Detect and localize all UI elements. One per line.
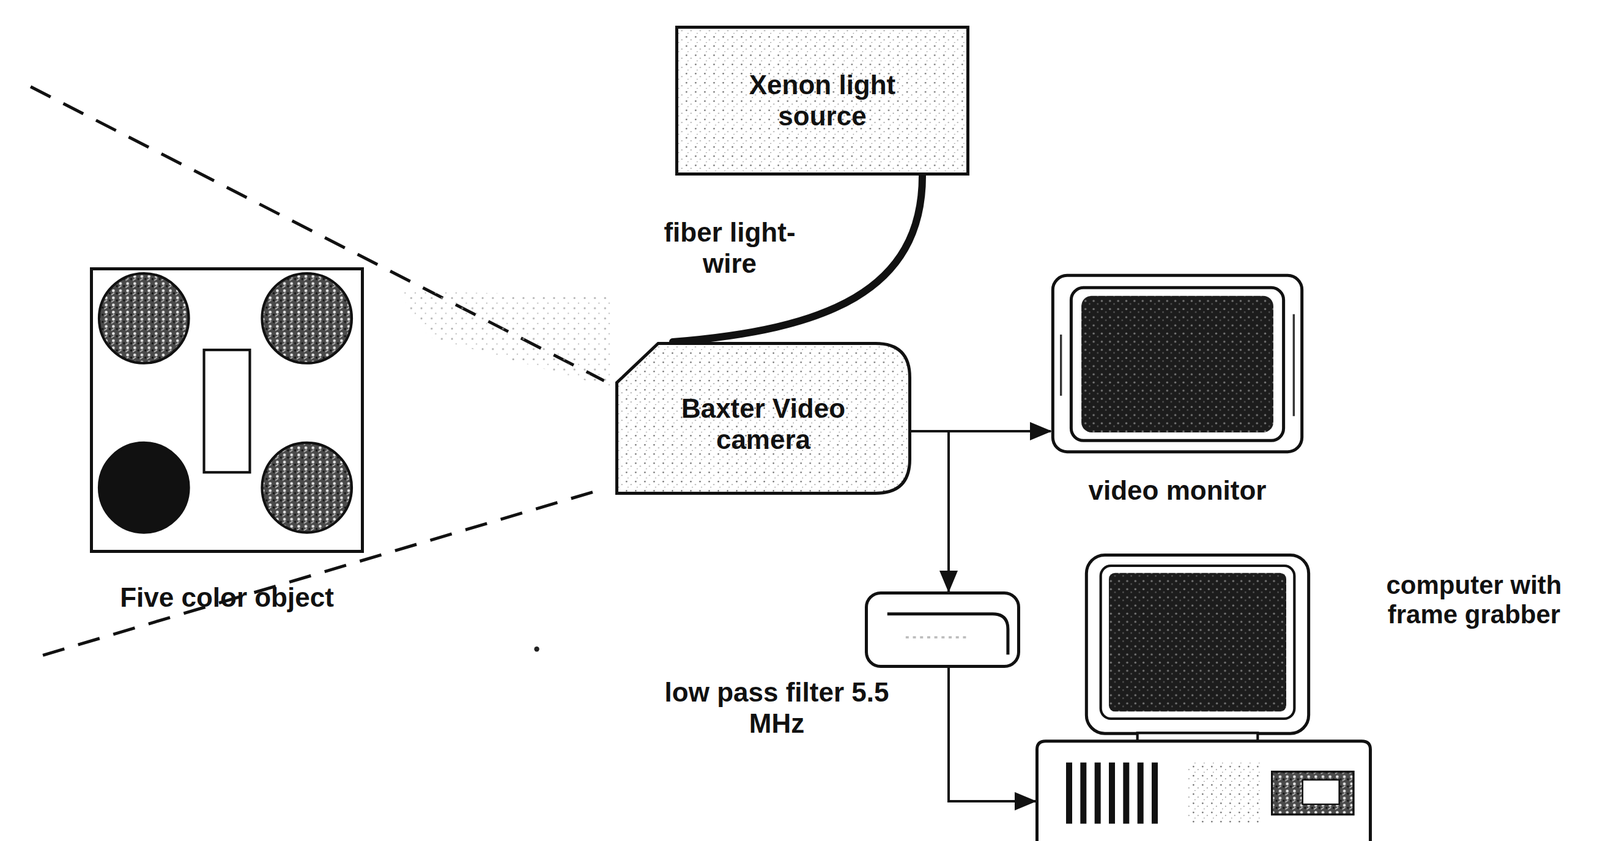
device-xenon: Xenon light source xyxy=(675,25,970,176)
device-label: Five color object xyxy=(61,582,393,614)
device-computer: computer with frame grabber xyxy=(1035,553,1372,841)
part-label: fiber light-wire xyxy=(637,217,822,279)
device-filter: low pass filter 5.5 MHz xyxy=(864,591,1021,668)
signal-arrow xyxy=(911,431,949,592)
filter-outline xyxy=(864,591,1021,668)
device-label: Baxter Video camera xyxy=(662,393,865,456)
device-label: low pass filter 5.5 MHz xyxy=(660,677,893,739)
device-label: Xenon light source xyxy=(724,69,921,132)
device-camera: Baxter Video camera xyxy=(615,341,912,495)
device-monitor: video monitor xyxy=(1050,273,1304,454)
computer-outline xyxy=(1035,553,1372,841)
object-outline xyxy=(89,267,364,553)
device-label: video monitor xyxy=(1042,475,1312,507)
device-label: computer with frame grabber xyxy=(1373,570,1575,630)
device-object: Five color object xyxy=(89,267,364,553)
monitor-outline xyxy=(1050,273,1304,454)
signal-arrow xyxy=(948,667,1036,802)
